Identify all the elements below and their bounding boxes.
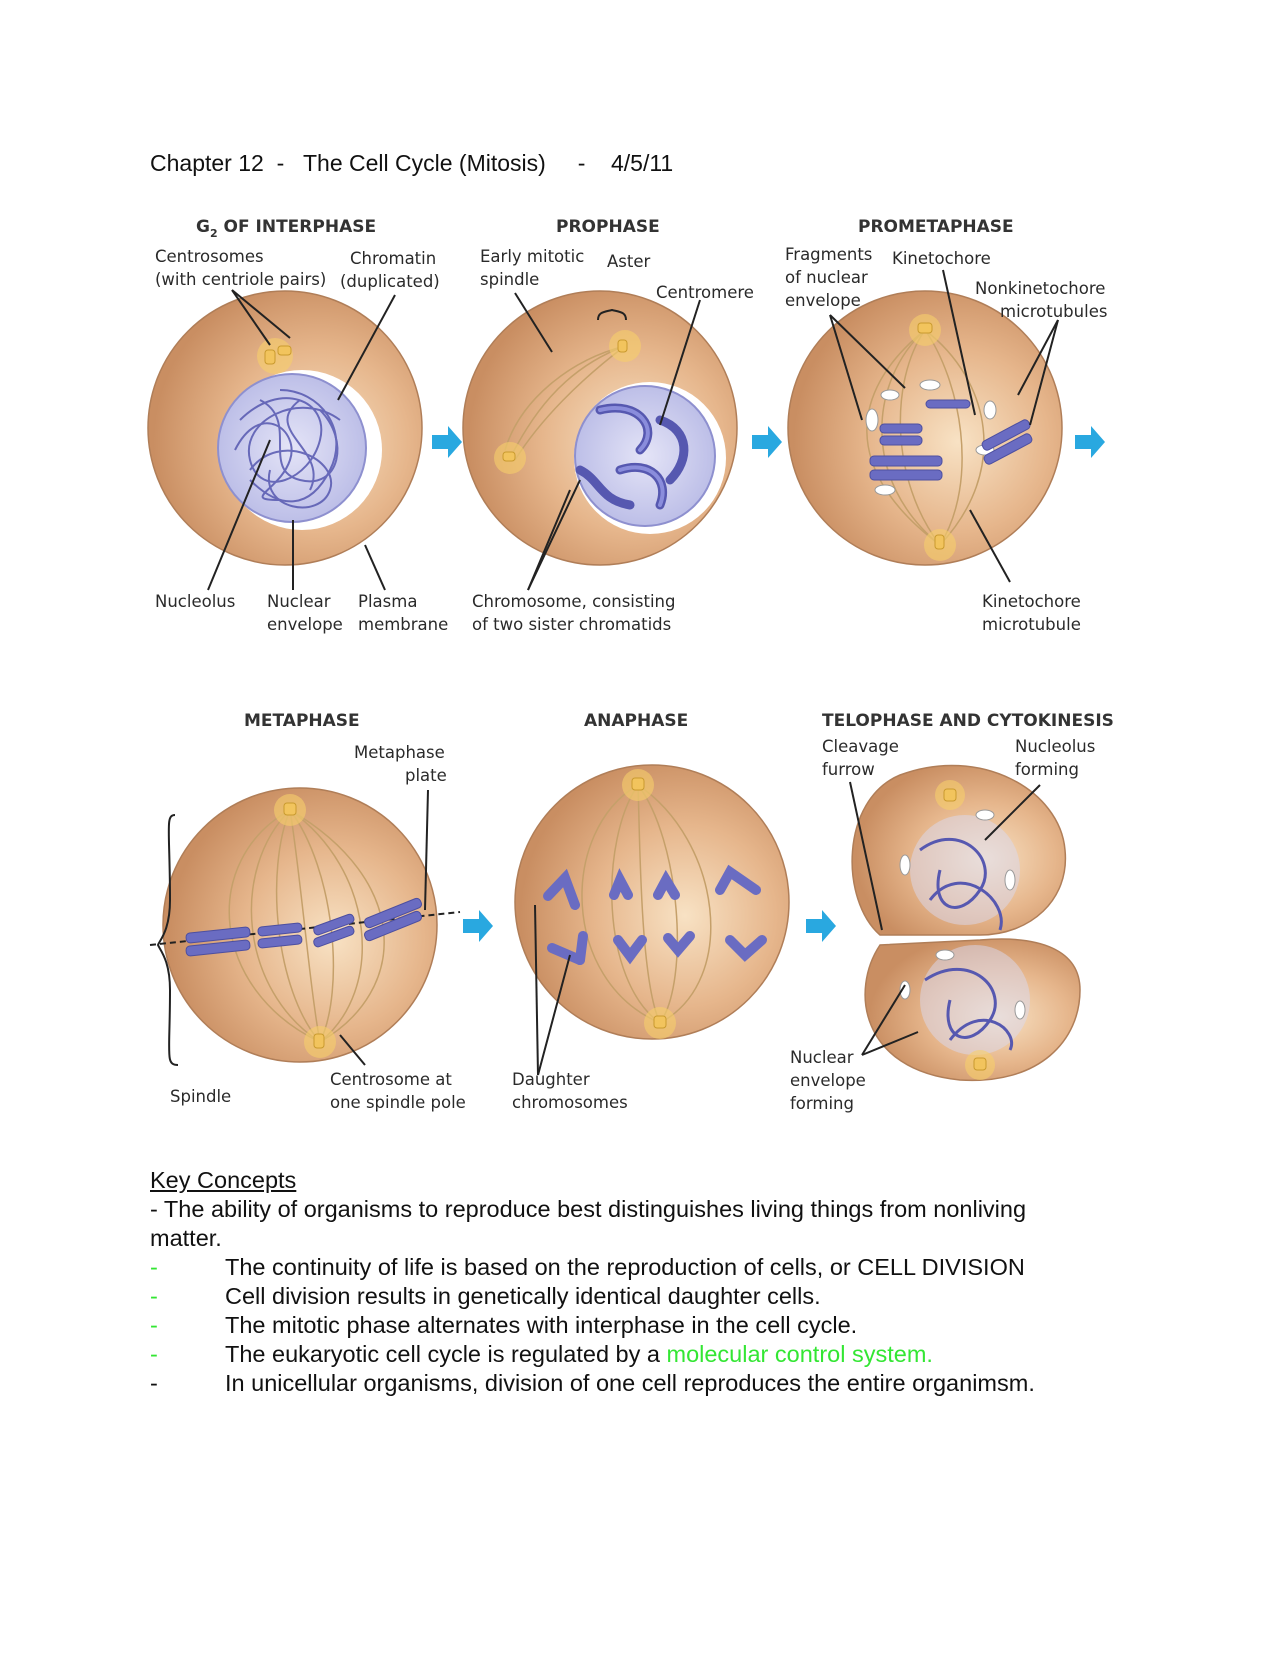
label-centrosome-pole-1: Centrosome at — [330, 1070, 452, 1089]
prometaphase-cell — [787, 290, 1063, 566]
label-daughter-1: Daughter — [512, 1070, 590, 1089]
key-concepts-section: Key Concepts - The ability of organisms … — [150, 1166, 1150, 1398]
label-plasma-membrane-2: membrane — [358, 615, 448, 634]
list-item: - The eukaryotic cell cycle is regulated… — [150, 1340, 1150, 1369]
list-item-text: Cell division results in genetically ide… — [225, 1283, 821, 1309]
label-fragments-3: envelope — [785, 291, 861, 310]
centrosome-icon — [622, 769, 676, 1039]
metaphase-cell — [149, 787, 461, 1066]
label-cleavage-1: Cleavage — [822, 737, 899, 756]
bullet-dash: - — [150, 1312, 158, 1338]
prophase-cell — [462, 290, 738, 566]
list-item-text: The mitotic phase alternates with interp… — [225, 1312, 858, 1338]
label-fragments-2: of nuclear — [785, 268, 868, 287]
centrosome-icon — [257, 338, 293, 374]
phase-title-anaphase: ANAPHASE — [584, 711, 688, 731]
key-concepts-intro-line-1: - The ability of organisms to reproduce … — [150, 1196, 1027, 1222]
arrow-icon — [432, 426, 1105, 942]
list-item-text-plain: The eukaryotic cell cycle is regulated b… — [225, 1341, 667, 1367]
label-chromosome-1: Chromosome, consisting — [472, 592, 675, 611]
label-chromatin-1: Chromatin — [350, 249, 436, 268]
label-aster: Aster — [607, 252, 651, 271]
label-centrosome-pole-2: one spindle pole — [330, 1093, 466, 1112]
label-kinetochore-mt-1: Kinetochore — [982, 592, 1081, 611]
label-spindle: Spindle — [170, 1087, 231, 1106]
phase-title-telophase: TELOPHASE AND CYTOKINESIS — [822, 711, 1114, 731]
bullet-dash: - — [150, 1370, 158, 1396]
key-concepts-intro-line-2: matter. — [150, 1225, 222, 1251]
label-fragments-1: Fragments — [785, 245, 872, 264]
label-centromere: Centromere — [656, 283, 754, 302]
label-daughter-2: chromosomes — [512, 1093, 628, 1112]
centrosome-icon — [274, 794, 336, 1058]
bullet-dash: - — [150, 1341, 158, 1367]
label-chromatin-2: (duplicated) — [340, 272, 440, 291]
anaphase-cell — [514, 764, 790, 1040]
label-centrosomes-1: Centrosomes — [155, 247, 264, 266]
telophase-cells — [851, 764, 1081, 1082]
label-plasma-membrane-1: Plasma — [358, 592, 417, 611]
list-item: - Cell division results in genetically i… — [150, 1282, 1150, 1311]
bullet-dash: - — [150, 1283, 158, 1309]
list-item: - The continuity of life is based on the… — [150, 1253, 1150, 1282]
phase-title-prophase: PROPHASE — [556, 217, 660, 237]
mitosis-diagram: G2 OF INTERPHASE PROPHASE PROMETAPHASE M… — [147, 217, 1114, 1113]
label-nonkinetochore-1: Nonkinetochore — [975, 279, 1105, 298]
phase-title-metaphase: METAPHASE — [244, 711, 360, 731]
interphase-cell — [147, 290, 423, 566]
phase-title-interphase: G2 OF INTERPHASE — [196, 217, 376, 240]
label-cleavage-2: furrow — [822, 760, 875, 779]
bullet-dash: - — [150, 1254, 158, 1280]
list-item-text: In unicellular organisms, division of on… — [225, 1370, 1035, 1396]
label-nucleolus-forming-1: Nucleolus — [1015, 737, 1095, 756]
list-item-text: The eukaryotic cell cycle is regulated b… — [225, 1340, 933, 1369]
list-item: - The mitotic phase alternates with inte… — [150, 1311, 1150, 1340]
label-nuclear-envelope-1: Nuclear — [267, 592, 331, 611]
key-concepts-title: Key Concepts — [150, 1167, 297, 1193]
label-nucleolus-forming-2: forming — [1015, 760, 1079, 779]
list-item-text: The continuity of life is based on the r… — [225, 1254, 1025, 1280]
label-metaphase-plate-2: plate — [405, 766, 447, 785]
label-early-spindle-2: spindle — [480, 270, 539, 289]
label-chromosome-2: of two sister chromatids — [472, 615, 671, 634]
label-early-spindle-1: Early mitotic — [480, 247, 584, 266]
label-nonkinetochore-2: microtubules — [1000, 302, 1107, 321]
page-title: Chapter 12 - The Cell Cycle (Mitosis) - … — [150, 150, 674, 176]
label-nuclear-forming-3: forming — [790, 1094, 854, 1113]
centrosome-icon — [494, 330, 641, 474]
list-item: - In unicellular organisms, division of … — [150, 1369, 1150, 1398]
label-nuclear-envelope-2: envelope — [267, 615, 343, 634]
label-metaphase-plate-1: Metaphase — [354, 743, 445, 762]
phase-title-prometaphase: PROMETAPHASE — [858, 217, 1014, 237]
label-nuclear-forming-1: Nuclear — [790, 1048, 854, 1067]
label-centrosomes-2: (with centriole pairs) — [155, 270, 326, 289]
centrosome-icon — [935, 780, 995, 1080]
label-kinetochore: Kinetochore — [892, 249, 991, 268]
highlighted-text: molecular control system. — [666, 1341, 933, 1367]
label-kinetochore-mt-2: microtubule — [982, 615, 1081, 634]
centrosome-icon — [909, 314, 956, 561]
label-nucleolus: Nucleolus — [155, 592, 235, 611]
label-nuclear-forming-2: envelope — [790, 1071, 866, 1090]
